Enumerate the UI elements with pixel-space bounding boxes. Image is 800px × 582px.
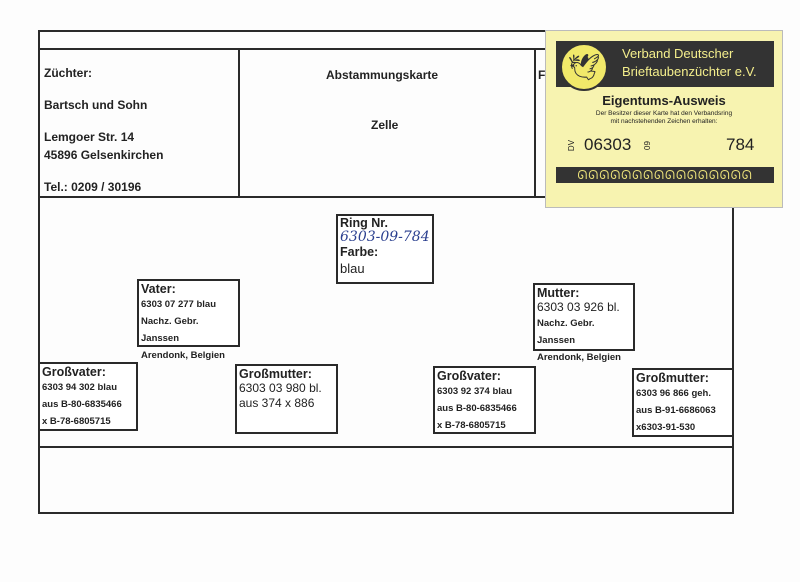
dove-logo-icon: 🕊 [560,43,608,91]
decorative-stripe: ᘏᘏᘏᘏᘏᘏᘏᘏᘏᘏᘏᘏᘏᘏᘏᘏ [556,167,774,183]
grandmother-line: 6303 96 866 geh. [636,388,711,399]
maternal-grandmother-box: Großmutter: 6303 96 866 geh. aus B-91-66… [632,368,734,437]
frame-line [534,48,536,198]
mother-line: Arendonk, Belgien [537,352,621,363]
org-name-line2: Brieftaubenzüchter e.V. [622,64,757,79]
grandfather-label: Großvater: [42,365,106,379]
paternal-grandmother-box: Großmutter: 6303 03 980 bl. aus 374 x 88… [235,364,338,434]
org-name-line1: Verband Deutscher [622,46,734,61]
grandfather-label: Großvater: [437,369,501,383]
mother-ring: 6303 03 926 bl. [537,300,620,314]
grandmother-label: Großmutter: [636,371,709,385]
sticker-year: 09 [642,141,652,150]
color-value: blau [340,261,365,276]
grandfather-line: 6303 94 302 blau [42,382,117,393]
card-subtitle: Zelle [371,118,399,132]
frame-line [732,196,734,514]
sticker-number: 784 [726,135,755,154]
frame-line [38,48,546,50]
frame-line [238,48,240,198]
grandfather-line: aus B-80-6835466 [42,399,122,410]
breeder-label: Züchter: [44,66,92,80]
sticker-title: Eigentums-Ausweis [602,93,726,108]
ring-number-handwritten: 6303-09-784 [340,229,430,245]
grandmother-line: aus 374 x 886 [239,396,315,410]
ring-label: Ring Nr. [340,216,388,230]
father-line: Arendonk, Belgien [141,350,225,361]
breeder-city: 45896 Gelsenkirchen [44,148,164,162]
sticker-club: 06303 [584,135,632,154]
father-line: Nachz. Gebr. Janssen [141,316,199,344]
father-line: 6303 07 277 blau [141,299,216,310]
frame-line [38,446,734,448]
partial-label: F [538,68,546,82]
father-label: Vater: [141,282,176,296]
paternal-grandfather-box: Großvater: 6303 94 302 blau aus B-80-683… [38,362,138,431]
pigeon-box: Ring Nr. 6303-09-784 Farbe: blau [336,214,434,284]
frame-line [38,196,734,198]
grandmother-line: 6303 03 980 bl. [239,381,322,395]
grandmother-line: x6303-91-530 [636,422,696,433]
mother-box: Mutter: 6303 03 926 bl. Nachz. Gebr. Jan… [533,283,635,363]
grandmother-line: aus B-91-6686063 [636,405,716,416]
breeder-phone: Tel.: 0209 / 30196 [44,180,142,194]
grandfather-line: x B-78-6805715 [42,416,111,427]
breeder-street: Lemgoer Str. 14 [44,130,135,144]
grandfather-line: 6303 92 374 blau [437,386,512,397]
breeder-name: Bartsch und Sohn [44,98,148,112]
color-label: Farbe: [340,245,379,259]
frame-line [38,30,546,32]
grandmother-label: Großmutter: [239,367,312,381]
grandfather-line: aus B-80-6835466 [437,403,517,414]
sticker-prefix: DV [567,139,577,152]
sticker-note: mit nachstehenden Zeichen erhalten: [610,118,718,125]
card-title: Abstammungskarte [326,68,439,82]
ring-ownership-sticker: Verband Deutscher Brieftaubenzüchter e.V… [545,30,783,208]
grandfather-line: x B-78-6805715 [437,420,506,431]
mother-label: Mutter: [537,286,580,300]
father-box: Vater: 6303 07 277 blau Nachz. Gebr. Jan… [137,279,240,361]
mother-line: Nachz. Gebr. Janssen [537,318,595,346]
sticker-note: Der Besitzer dieser Karte hat den Verban… [595,110,733,117]
frame-line [38,30,40,514]
frame-line [38,512,734,514]
maternal-grandfather-box: Großvater: 6303 92 374 blau aus B-80-683… [433,366,536,434]
